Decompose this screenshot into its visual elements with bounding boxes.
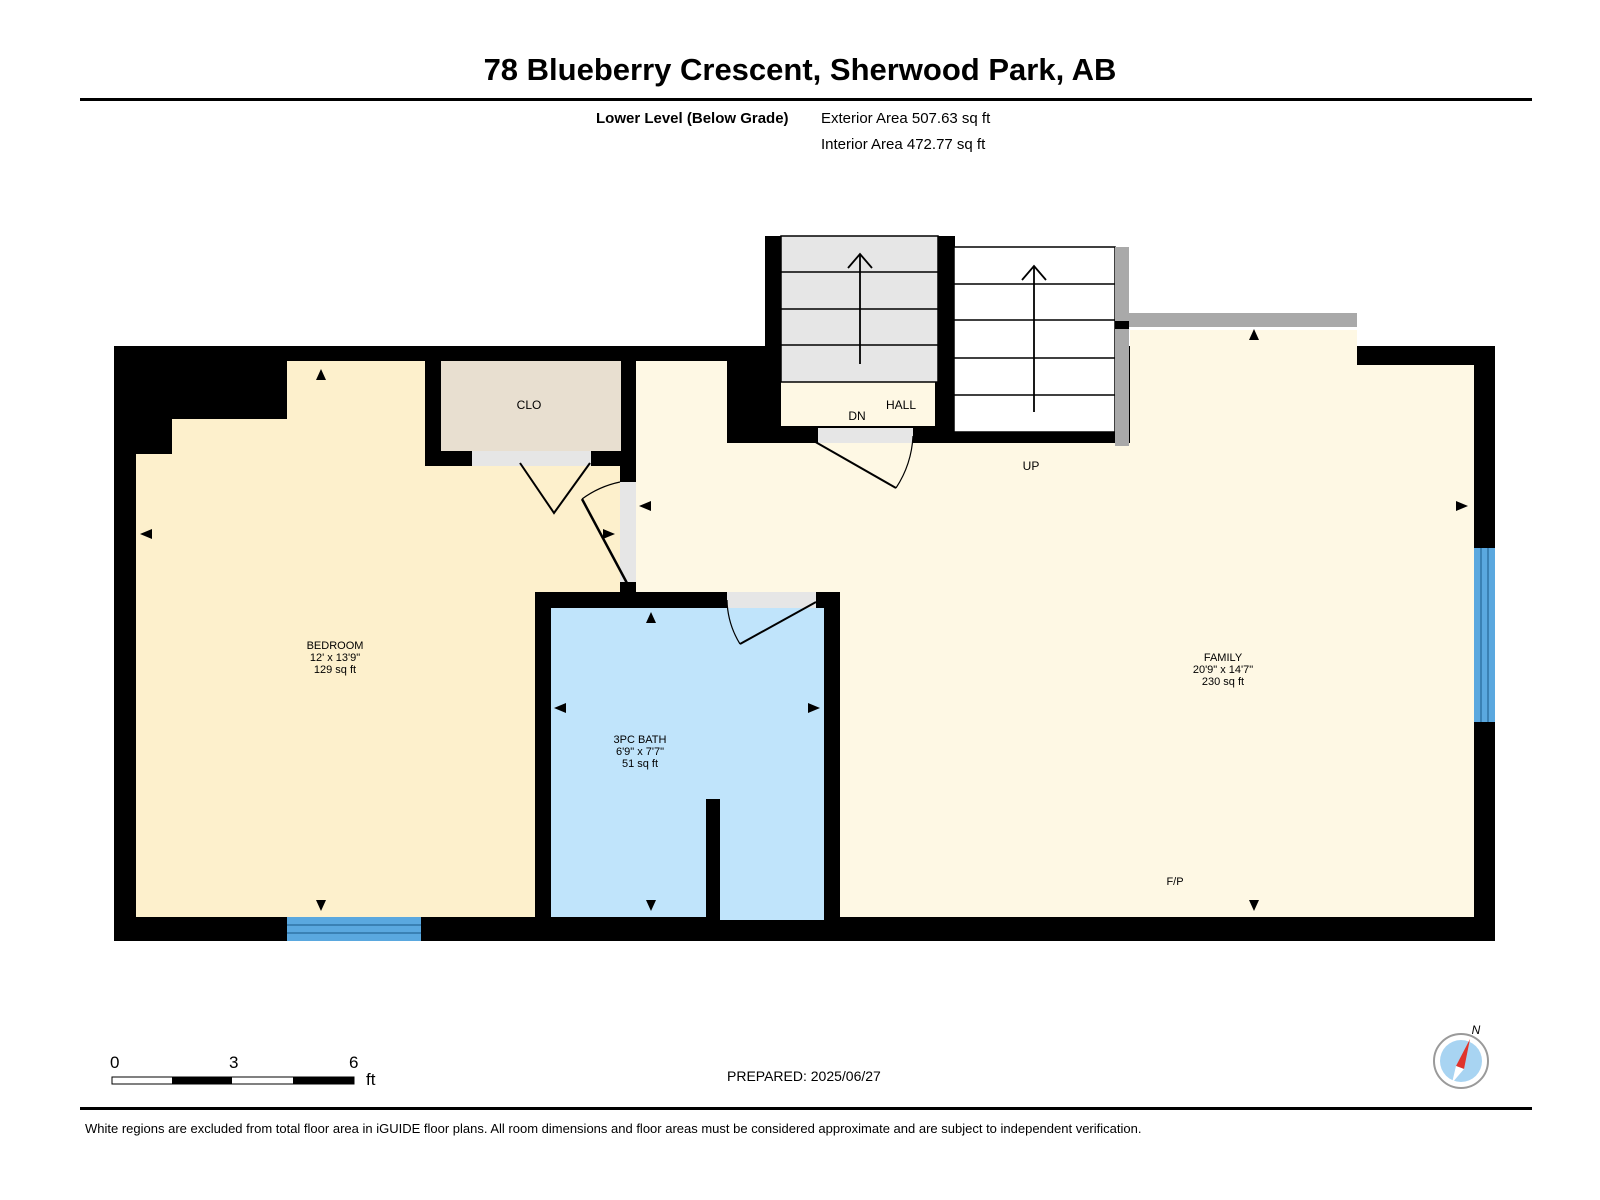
family-window [1474, 548, 1495, 722]
closet-floor [441, 361, 621, 451]
family-floor [636, 330, 1474, 917]
bath-door [739, 601, 817, 645]
stair-rail-top [1115, 313, 1357, 327]
header-rule [80, 98, 1532, 101]
scale-bar [111, 1076, 355, 1085]
bedroom-label: BEDROOM [307, 640, 364, 652]
bedroom-area: 129 sq ft [314, 664, 356, 676]
bedroom-window [287, 917, 421, 941]
family-label: FAMILY [1204, 652, 1243, 664]
hall-door-opening [818, 428, 913, 443]
scale-unit: ft [366, 1070, 376, 1089]
bath-area: 51 sq ft [622, 758, 658, 770]
scale-tick-6: 6 [349, 1053, 359, 1072]
plan-title: 78 Blueberry Crescent, Sherwood Park, AB [483, 52, 1117, 87]
footer-disclaimer: White regions are excluded from total fl… [85, 1121, 1142, 1136]
family-dims: 20'9" x 14'7" [1193, 664, 1253, 676]
hall-door [804, 435, 897, 489]
family-area: 230 sq ft [1202, 676, 1244, 688]
down-label: DN [848, 409, 865, 423]
bath-door-opening [727, 592, 816, 608]
level-label: Lower Level (Below Grade) [596, 110, 789, 127]
bedroom-dims: 12' x 13'9" [310, 652, 360, 664]
prepared-date: PREPARED: 2025/06/27 [727, 1068, 881, 1084]
bath-floor [551, 608, 824, 920]
scale-tick-3: 3 [229, 1053, 239, 1072]
svg-text:N: N [1472, 1023, 1481, 1037]
interior-area: Interior Area 472.77 sq ft [821, 136, 986, 153]
closet-bifold-door [519, 462, 591, 515]
bath-dims: 6'9" x 7'7" [616, 746, 664, 758]
scale-tick-0: 0 [110, 1053, 120, 1072]
bedroom-door [580, 498, 630, 586]
up-label: UP [1023, 459, 1040, 473]
compass-icon: N [1433, 1023, 1489, 1089]
footer-rule [80, 1107, 1532, 1110]
closet-door-opening [472, 451, 591, 466]
fireplace-label: F/P [1166, 876, 1183, 888]
closet-label: CLO [517, 398, 542, 412]
hall-label: HALL [886, 398, 916, 412]
stair-rail [1115, 247, 1129, 446]
exterior-area: Exterior Area 507.63 sq ft [821, 110, 991, 127]
hall-floor [781, 382, 935, 426]
bedroom-floor [136, 361, 620, 917]
dimension-markers [140, 329, 1468, 911]
bath-label: 3PC BATH [614, 734, 667, 746]
bedroom-door-opening [620, 482, 636, 582]
